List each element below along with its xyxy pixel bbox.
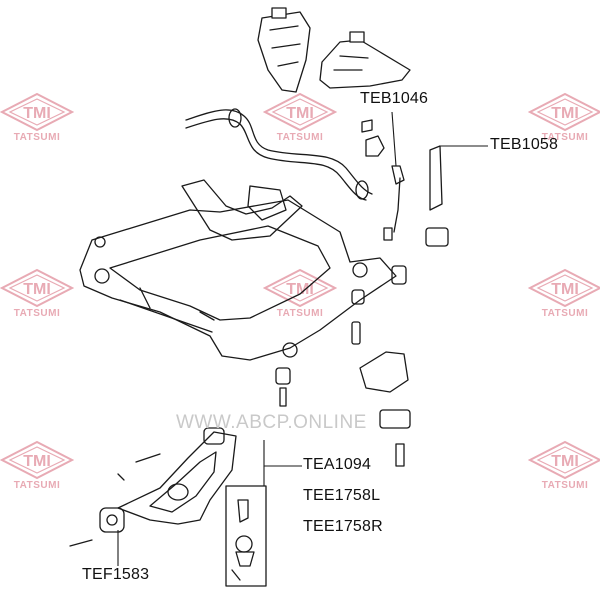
lower-control-arm (99, 427, 237, 533)
tmi-watermark: TMI TATSUMI (528, 268, 600, 328)
tatsumi-watermark-text: TATSUMI (541, 480, 589, 491)
part-label-tee1758r: TEE1758R (303, 518, 383, 535)
ball-joint-detail (225, 485, 267, 587)
svg-text:TMI: TMI (551, 281, 579, 298)
tmi-watermark: TMI TATSUMI (263, 92, 337, 152)
lower-bracket (359, 351, 411, 467)
svg-text:TMI: TMI (286, 105, 314, 122)
svg-text:TMI: TMI (23, 281, 51, 298)
stabilizer-bushing-and-link (361, 119, 449, 247)
subframe-bushings (275, 265, 407, 407)
subframe-mount-bracket-right (319, 31, 411, 89)
tmi-logo-icon: TMI (528, 92, 600, 132)
svg-text:TMI: TMI (551, 105, 579, 122)
part-label-tee1758l: TEE1758L (303, 487, 381, 504)
front-subframe (79, 179, 397, 361)
svg-text:TMI: TMI (23, 105, 51, 122)
tatsumi-watermark-text: TATSUMI (541, 308, 589, 319)
tmi-logo-icon: TMI (263, 92, 337, 132)
svg-text:TMI: TMI (23, 453, 51, 470)
leader-tea1094 (263, 440, 302, 467)
tatsumi-watermark-text: TATSUMI (276, 132, 324, 143)
tmi-logo-icon: TMI (528, 440, 600, 480)
part-label-tef1583: TEF1583 (82, 566, 150, 583)
svg-text:TMI: TMI (286, 281, 314, 298)
loose-bolts (69, 453, 161, 547)
part-label-tea1094: TEA1094 (303, 456, 372, 473)
tatsumi-watermark-text: TATSUMI (13, 308, 61, 319)
tatsumi-watermark-text: TATSUMI (13, 132, 61, 143)
tmi-logo-icon: TMI (0, 268, 74, 308)
part-label-teb1046: TEB1046 (360, 90, 429, 107)
tmi-watermark: TMI TATSUMI (0, 440, 74, 500)
stabilizer-bar (185, 108, 373, 201)
tmi-watermark: TMI TATSUMI (0, 268, 74, 328)
tmi-watermark: TMI TATSUMI (528, 92, 600, 152)
tmi-logo-icon: TMI (263, 268, 337, 308)
tmi-logo-icon: TMI (0, 440, 74, 480)
tmi-watermark: TMI TATSUMI (528, 440, 600, 500)
leader-teb1046 (391, 111, 397, 167)
tmi-logo-icon: TMI (528, 268, 600, 308)
tatsumi-watermark-text: TATSUMI (541, 132, 589, 143)
subframe-mount-bracket-left (257, 7, 311, 93)
site-watermark: WWW.ABCP.ONLINE (176, 412, 367, 433)
svg-text:TMI: TMI (551, 453, 579, 470)
tmi-logo-icon: TMI (0, 92, 74, 132)
part-label-teb1058: TEB1058 (490, 136, 559, 153)
tatsumi-watermark-text: TATSUMI (276, 308, 324, 319)
tmi-watermark: TMI TATSUMI (0, 92, 74, 152)
tmi-watermark: TMI TATSUMI (263, 268, 337, 328)
tatsumi-watermark-text: TATSUMI (13, 480, 61, 491)
